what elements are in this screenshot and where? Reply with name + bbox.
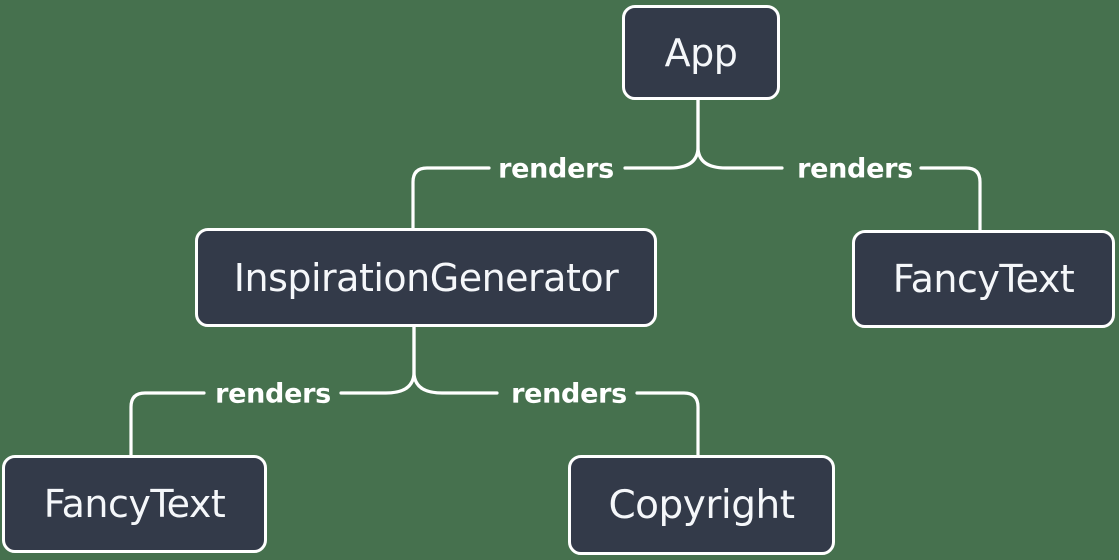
node-fancy-text-bottom-label: FancyText <box>43 482 226 526</box>
node-fancy-text-top-label: FancyText <box>892 257 1075 301</box>
node-fancy-text-bottom: FancyText <box>2 455 267 553</box>
edge-app-to-inspirationgenerator-drop <box>411 166 491 231</box>
edge-app-to-inspirationgenerator-fork <box>623 97 700 170</box>
node-copyright: Copyright <box>568 455 835 555</box>
node-inspiration-generator: InspirationGenerator <box>195 228 657 327</box>
edge-label-inspirationgenerator-copyright: renders <box>511 378 627 410</box>
edge-app-to-fancytext-drop <box>919 166 982 233</box>
edge-inspirationgenerator-to-copyright-drop <box>635 391 700 458</box>
edge-app-to-fancytext-fork <box>696 97 784 170</box>
node-fancy-text-top: FancyText <box>852 230 1115 328</box>
edge-label-app-fancytext: renders <box>797 153 913 185</box>
edge-inspirationgenerator-to-fancytext-fork <box>339 324 416 395</box>
node-app: App <box>622 5 780 100</box>
node-app-label: App <box>664 30 738 75</box>
edge-inspirationgenerator-to-fancytext-drop <box>129 391 206 458</box>
node-inspiration-generator-label: InspirationGenerator <box>233 255 619 300</box>
edge-label-inspirationgenerator-fancytext: renders <box>215 378 331 410</box>
node-copyright-label: Copyright <box>608 482 795 528</box>
edge-inspirationgenerator-to-copyright-fork <box>412 324 499 395</box>
edge-label-app-inspirationgenerator: renders <box>498 153 614 185</box>
